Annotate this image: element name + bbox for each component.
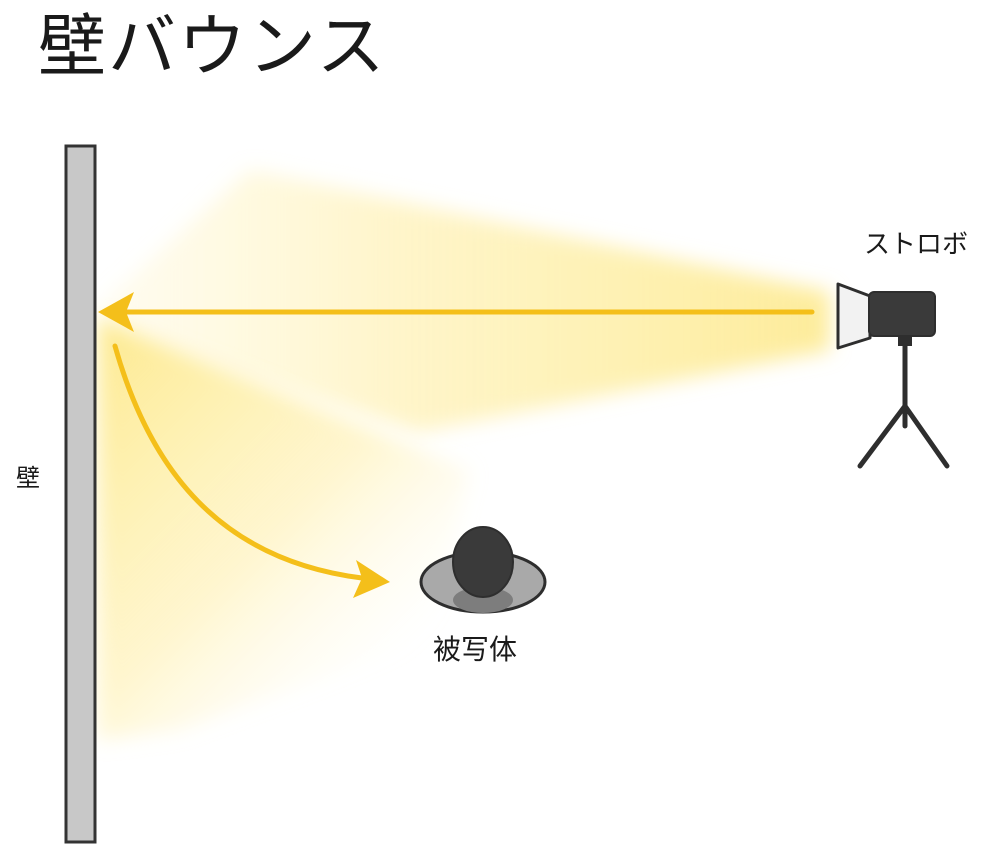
strobe-icon xyxy=(836,282,936,350)
strobe-label: ストロボ xyxy=(864,230,969,260)
page-title: 壁バウンス xyxy=(38,8,387,87)
subject-head-icon xyxy=(419,526,547,614)
wall-label: 壁 xyxy=(16,464,40,492)
tripod-icon xyxy=(857,343,950,469)
arrow-icon xyxy=(353,560,390,598)
incoming-light-beam xyxy=(100,170,830,432)
light-path-arrow-to-subject xyxy=(112,343,365,581)
arrow-icon xyxy=(98,292,134,332)
subject-label: 被写体 xyxy=(433,633,518,666)
bounced-light-beam xyxy=(98,318,470,740)
wall xyxy=(64,144,97,844)
